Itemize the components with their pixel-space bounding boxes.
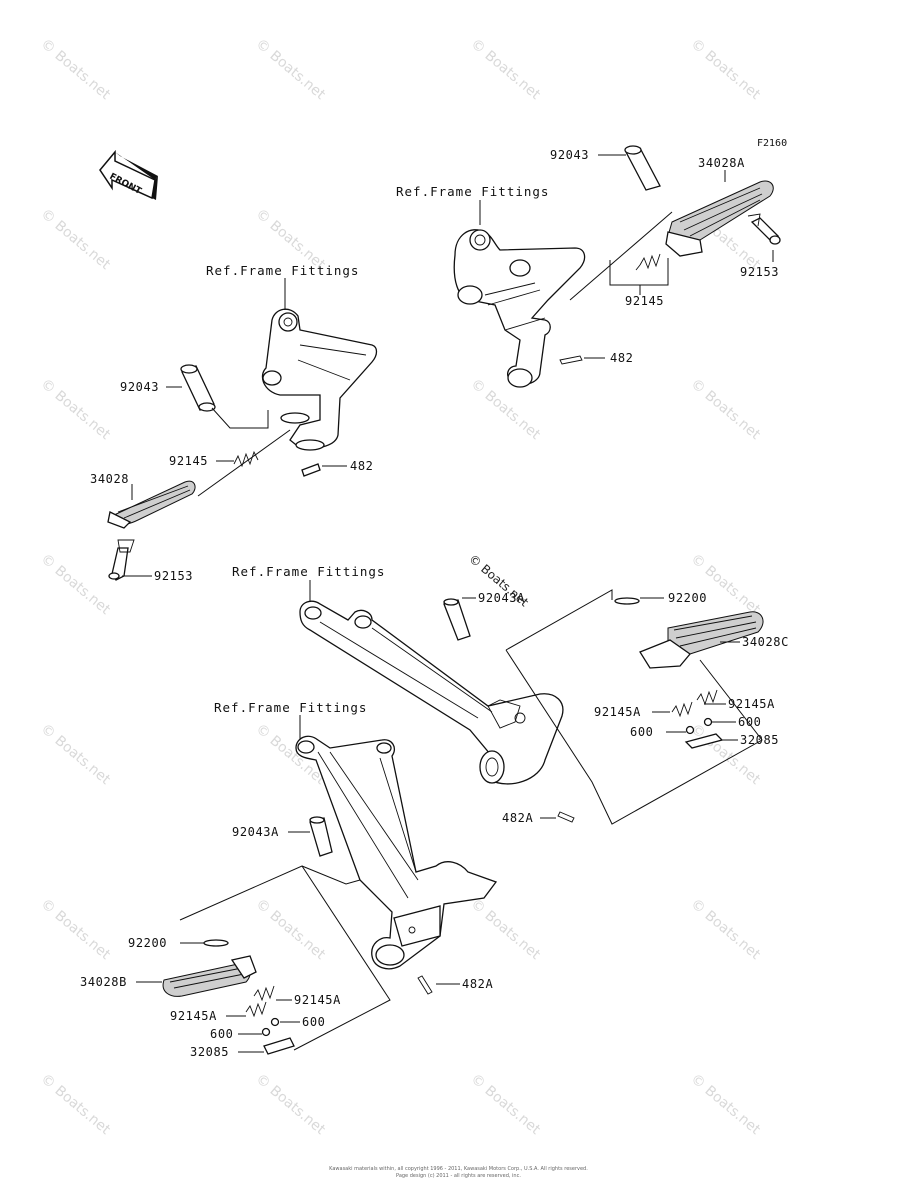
watermark: © Boats.net: [467, 376, 543, 443]
part-label-92043: 92043: [120, 380, 159, 394]
watermark: © Boats.net: [252, 36, 328, 103]
copyright-line-2: Page design (c) 2011 - all rights are re…: [396, 1173, 521, 1179]
part-label-92153: 92153: [740, 265, 779, 279]
part-label-482A: 482A: [502, 811, 533, 825]
watermark: © Boats.net: [37, 376, 113, 443]
part-label-32085: 32085: [740, 733, 779, 747]
lower-assembly: Ref.Frame Fittings 92043A 92200 34028B 9…: [80, 700, 498, 1059]
part-label-482: 482: [610, 351, 633, 365]
front-arrow-icon: FRONT: [99, 149, 158, 200]
middle-assembly: Ref.Frame Fittings 92043A 92200 34028C 9…: [232, 564, 789, 825]
watermark: © Boats.net: [252, 1071, 328, 1138]
watermark: © Boats.net: [37, 896, 113, 963]
part-label-32085: 32085: [190, 1045, 229, 1059]
part-label-92200: 92200: [128, 936, 167, 950]
watermark: © Boats.net: [252, 896, 328, 963]
watermark: © Boats.net: [37, 36, 113, 103]
part-label-600: 600: [302, 1015, 325, 1029]
watermark: © Boats.net: [687, 551, 763, 618]
ref-frame-fittings-label: Ref.Frame Fittings: [206, 263, 359, 278]
watermark: © Boats.net: [37, 1071, 113, 1138]
watermark: © Boats.net: [467, 896, 543, 963]
watermark: © Boats.net: [687, 36, 763, 103]
part-label-600: 600: [210, 1027, 233, 1041]
part-label-34028: 34028: [90, 472, 129, 486]
watermark: © Boats.net: [687, 721, 763, 788]
part-label-34028C: 34028C: [742, 635, 789, 649]
watermark: © Boats.net: [687, 896, 763, 963]
watermark: © Boats.net: [687, 1071, 763, 1138]
watermark: © Boats.net: [467, 36, 543, 103]
part-label-92145: 92145: [169, 454, 208, 468]
part-label-92145A: 92145A: [594, 705, 641, 719]
part-label-600: 600: [630, 725, 653, 739]
copyright-line-1: Kawasaki materials within, all copyright…: [329, 1166, 588, 1172]
part-label-92145A: 92145A: [294, 993, 341, 1007]
figure-code: F2160: [757, 138, 787, 149]
part-label-92043A: 92043A: [232, 825, 279, 839]
part-label-92200: 92200: [668, 591, 707, 605]
part-label-482: 482: [350, 459, 373, 473]
part-label-600: 600: [738, 715, 761, 729]
ref-frame-fittings-label: Ref.Frame Fittings: [232, 564, 385, 579]
part-label-92145A: 92145A: [170, 1009, 217, 1023]
part-label-92153: 92153: [154, 569, 193, 583]
watermark: © Boats.net: [37, 721, 113, 788]
part-label-92145: 92145: [625, 294, 664, 308]
watermark: © Boats.net: [687, 376, 763, 443]
part-label-92043A: 92043A: [478, 591, 525, 605]
watermark: © Boats.net: [467, 1071, 543, 1138]
ref-frame-fittings-label: Ref.Frame Fittings: [396, 184, 549, 199]
watermark: © Boats.net: [37, 206, 113, 273]
watermark: © Boats.net: [37, 551, 113, 618]
part-label-34028B: 34028B: [80, 975, 127, 989]
upper-right-assembly: 92043 34028A Ref.Frame Fittings 92153 92…: [396, 145, 781, 388]
part-label-92145A: 92145A: [728, 697, 775, 711]
watermark-grid: © Boats.net © Boats.net © Boats.net © Bo…: [37, 36, 763, 1138]
part-label-34028A: 34028A: [698, 156, 745, 170]
upper-left-assembly: Ref.Frame Fittings 92043 92145 482 34028…: [90, 263, 378, 583]
ref-frame-fittings-label: Ref.Frame Fittings: [214, 700, 367, 715]
copyright-footer: Kawasaki materials within, all copyright…: [0, 1166, 917, 1180]
part-label-482A: 482A: [462, 977, 493, 991]
part-label-92043: 92043: [550, 148, 589, 162]
